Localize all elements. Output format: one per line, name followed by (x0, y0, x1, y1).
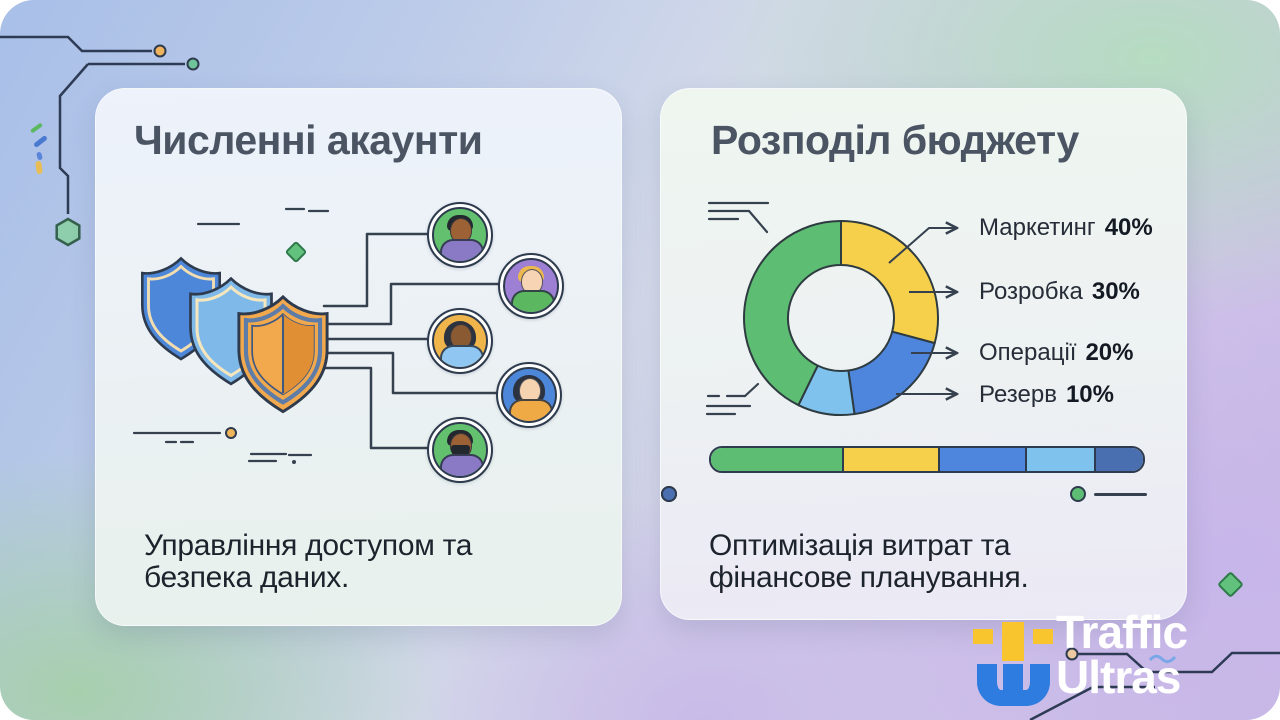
donut-label-name: Операції (979, 339, 1077, 366)
dot-decoration (292, 460, 296, 464)
avatar (427, 417, 493, 483)
card-multiple-accounts: Численні акаунти (95, 88, 622, 626)
donut-label-name: Маркетинг (979, 214, 1096, 241)
connector-line (322, 232, 429, 308)
donut-label-value: 40% (1104, 214, 1153, 241)
avatar-torso (511, 290, 555, 312)
brand-line-1: Traffic (1056, 606, 1188, 658)
bar-segment-1 (711, 448, 845, 471)
card-caption: Оптимізація витрат та фінансове плануван… (709, 529, 1029, 594)
avatar-torso (440, 454, 484, 476)
circuit-line (0, 35, 152, 53)
avatar-face (432, 422, 488, 478)
circuit-node-green (186, 57, 200, 71)
avatar-torso (440, 239, 484, 261)
avatar (498, 253, 564, 319)
avatar-face (432, 207, 488, 263)
bar-segment-4 (1026, 448, 1097, 471)
bar-segment-3 (939, 448, 1027, 471)
leader-lines (888, 228, 957, 394)
donut-segment-Резерв (797, 364, 856, 416)
brand-wordmark: Traffic Ultras (1056, 606, 1188, 703)
avatar (427, 308, 493, 374)
accounts-illustration (132, 207, 500, 464)
avatar-face (501, 367, 557, 423)
donut-label-name: Резерв (979, 381, 1057, 408)
donut-label: Розробка 30% (979, 278, 1140, 306)
tick-green-icon (30, 122, 43, 134)
leader-line (888, 228, 957, 264)
bar-segment-2 (844, 448, 940, 471)
legend-item (661, 486, 685, 502)
connector-line (322, 351, 498, 395)
tick-blue-icon (33, 134, 48, 149)
donut-label: Маркетинг 40% (979, 214, 1153, 242)
logo-block (1003, 664, 1023, 690)
logo-u-shape (977, 664, 1050, 706)
legend-item (1070, 486, 1147, 502)
card-title: Розподіл бюджету (711, 117, 1079, 163)
orange-dot-icon (225, 427, 237, 439)
donut-label-value: 30% (1091, 278, 1140, 305)
diamond-icon (1217, 571, 1244, 598)
connector-line (322, 366, 429, 450)
avatar (427, 202, 493, 268)
logo-block (973, 629, 993, 644)
donut-label-name: Розробка (979, 278, 1083, 305)
logo-block (1002, 622, 1024, 661)
legend-dot-green (1070, 486, 1086, 502)
tick-yellow-icon (35, 160, 43, 175)
tick-blue-small-icon (36, 151, 43, 161)
connector-lines (322, 232, 500, 450)
shield-front-icon (237, 295, 329, 414)
diamond-icon (285, 241, 307, 263)
circuit-node-orange (153, 44, 167, 58)
budget-stacked-bar (709, 446, 1145, 473)
donut-segment-Розробка (743, 220, 842, 407)
traffic-ultras-logo-icon (973, 622, 1053, 706)
donut-label: Операції 20% (979, 339, 1134, 367)
dash-decoration (132, 207, 330, 463)
donut-labels: Маркетинг 40% Розробка 30% Операції 20% Резерв… (661, 89, 1186, 619)
legend-dash (1094, 492, 1147, 496)
donut-label-value: 20% (1085, 339, 1134, 366)
avatar-torso (440, 345, 484, 367)
card-caption: Управління доступом та безпека даних. (144, 529, 473, 594)
avatar-torso (509, 399, 553, 421)
logo-block (1033, 629, 1053, 644)
budget-donut-chart (705, 201, 1186, 416)
connector-line (322, 282, 500, 326)
donut-segment-Маркетинг (840, 220, 939, 345)
legend-dot-darkblue (661, 486, 677, 502)
brand-line-2: Ultras (1056, 651, 1181, 703)
avatar (496, 362, 562, 428)
avatar-face (432, 313, 488, 369)
hatch-decoration (705, 201, 770, 416)
circuit-line (58, 63, 89, 214)
donut-label-value: 10% (1065, 381, 1114, 408)
card-budget-distribution: Розподіл бюджету (660, 88, 1187, 620)
bar-segment-5 (1096, 448, 1143, 471)
avatar-face (503, 258, 559, 314)
hexagon-icon (55, 217, 81, 247)
card-title: Численні акаунти (134, 117, 483, 163)
donut-label: Резерв 10% (979, 381, 1114, 409)
